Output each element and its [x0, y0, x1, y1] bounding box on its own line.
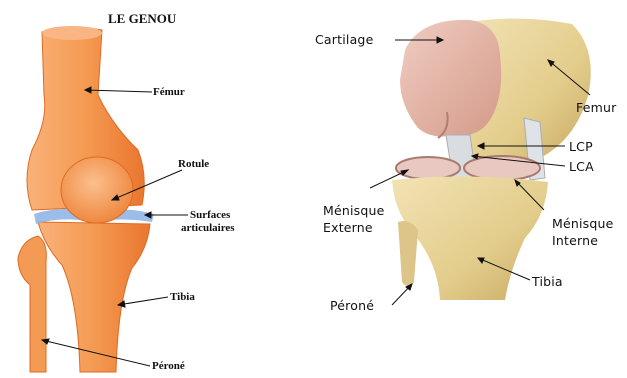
- label-menisque-externe-line1: Ménisque: [323, 203, 385, 218]
- label-tibia-right: Tibia: [532, 274, 563, 289]
- label-lca: LCA: [569, 159, 594, 174]
- label-menisque-externe-line2: Externe: [323, 220, 373, 235]
- fibula-bone: [18, 236, 46, 372]
- label-perone-right: Péroné: [330, 298, 374, 313]
- label-perone-left: Péroné: [152, 360, 185, 372]
- label-cartilage: Cartilage: [315, 32, 373, 47]
- left-title: LE GENOU: [108, 11, 176, 27]
- external-meniscus: [396, 157, 460, 179]
- label-menisque-interne-line2: Interne: [552, 233, 598, 248]
- tibia-bone: [38, 222, 150, 372]
- femoral-cartilage: [400, 20, 501, 137]
- femur-top: [42, 26, 102, 40]
- right-knee-illustration: [370, 18, 591, 305]
- label-femur-right: Femur: [576, 100, 616, 115]
- label-femur-left: Fémur: [153, 86, 185, 98]
- patella-bone: [61, 157, 133, 223]
- label-surfaces-line2: articulaires: [181, 222, 235, 234]
- label-surfaces-line1: Surfaces: [190, 209, 230, 221]
- fibula-bone-right: [398, 221, 418, 286]
- left-knee-illustration: [18, 26, 188, 372]
- label-menisque-interne-line1: Ménisque: [552, 216, 614, 231]
- label-lcp: LCP: [569, 139, 593, 154]
- label-tibia-left: Tibia: [170, 291, 195, 303]
- label-rotule: Rotule: [178, 158, 209, 170]
